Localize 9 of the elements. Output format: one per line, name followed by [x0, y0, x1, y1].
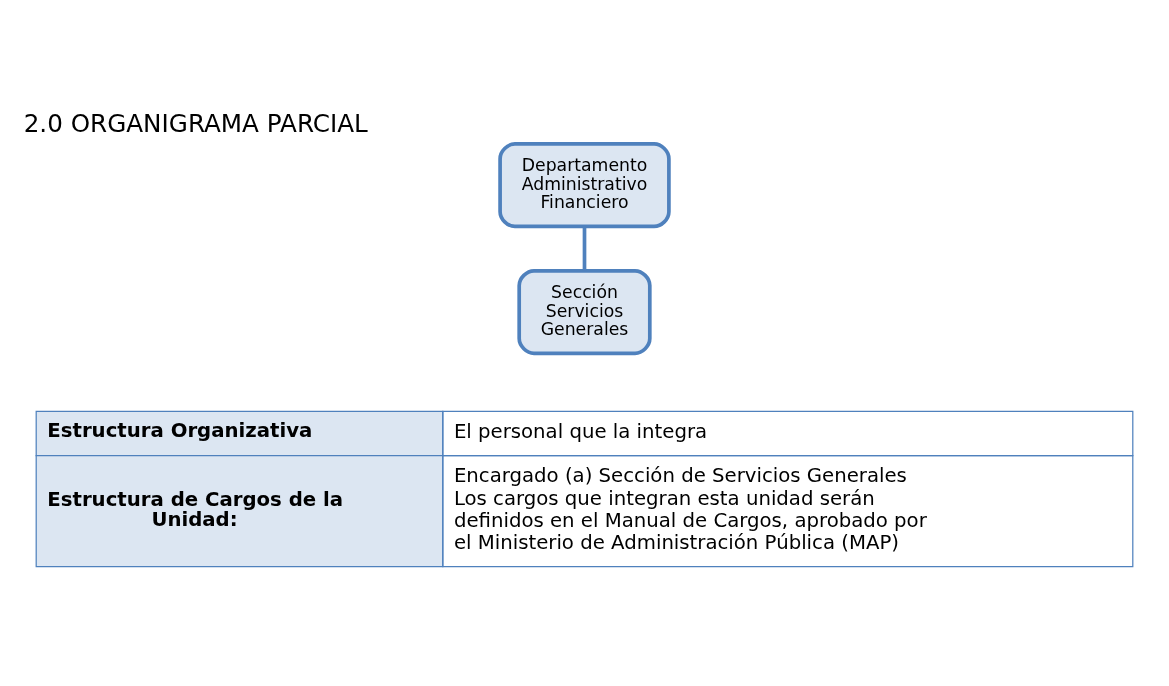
diagram-title: 2.0 ORGANIGRAMA PARCIAL — [23, 108, 368, 138]
label: Los cargos que integran esta unidad serán definidos en el Manual de Cargos, aprobado por el Ministerio de Administración Pública (MAP) — [453, 486, 927, 554]
label: Encargado (a) Sección de Servicios Generales — [453, 463, 907, 487]
label: Estructura Organizativa — [47, 418, 313, 442]
node-box: Sección Servicios Generales — [517, 268, 652, 355]
connector — [582, 225, 587, 270]
label: Estructura de Cargos de la Unidad: — [47, 487, 344, 531]
label: El personal que la integra — [453, 419, 708, 443]
node-box: Departamento Administrativo Financiero — [498, 141, 671, 228]
